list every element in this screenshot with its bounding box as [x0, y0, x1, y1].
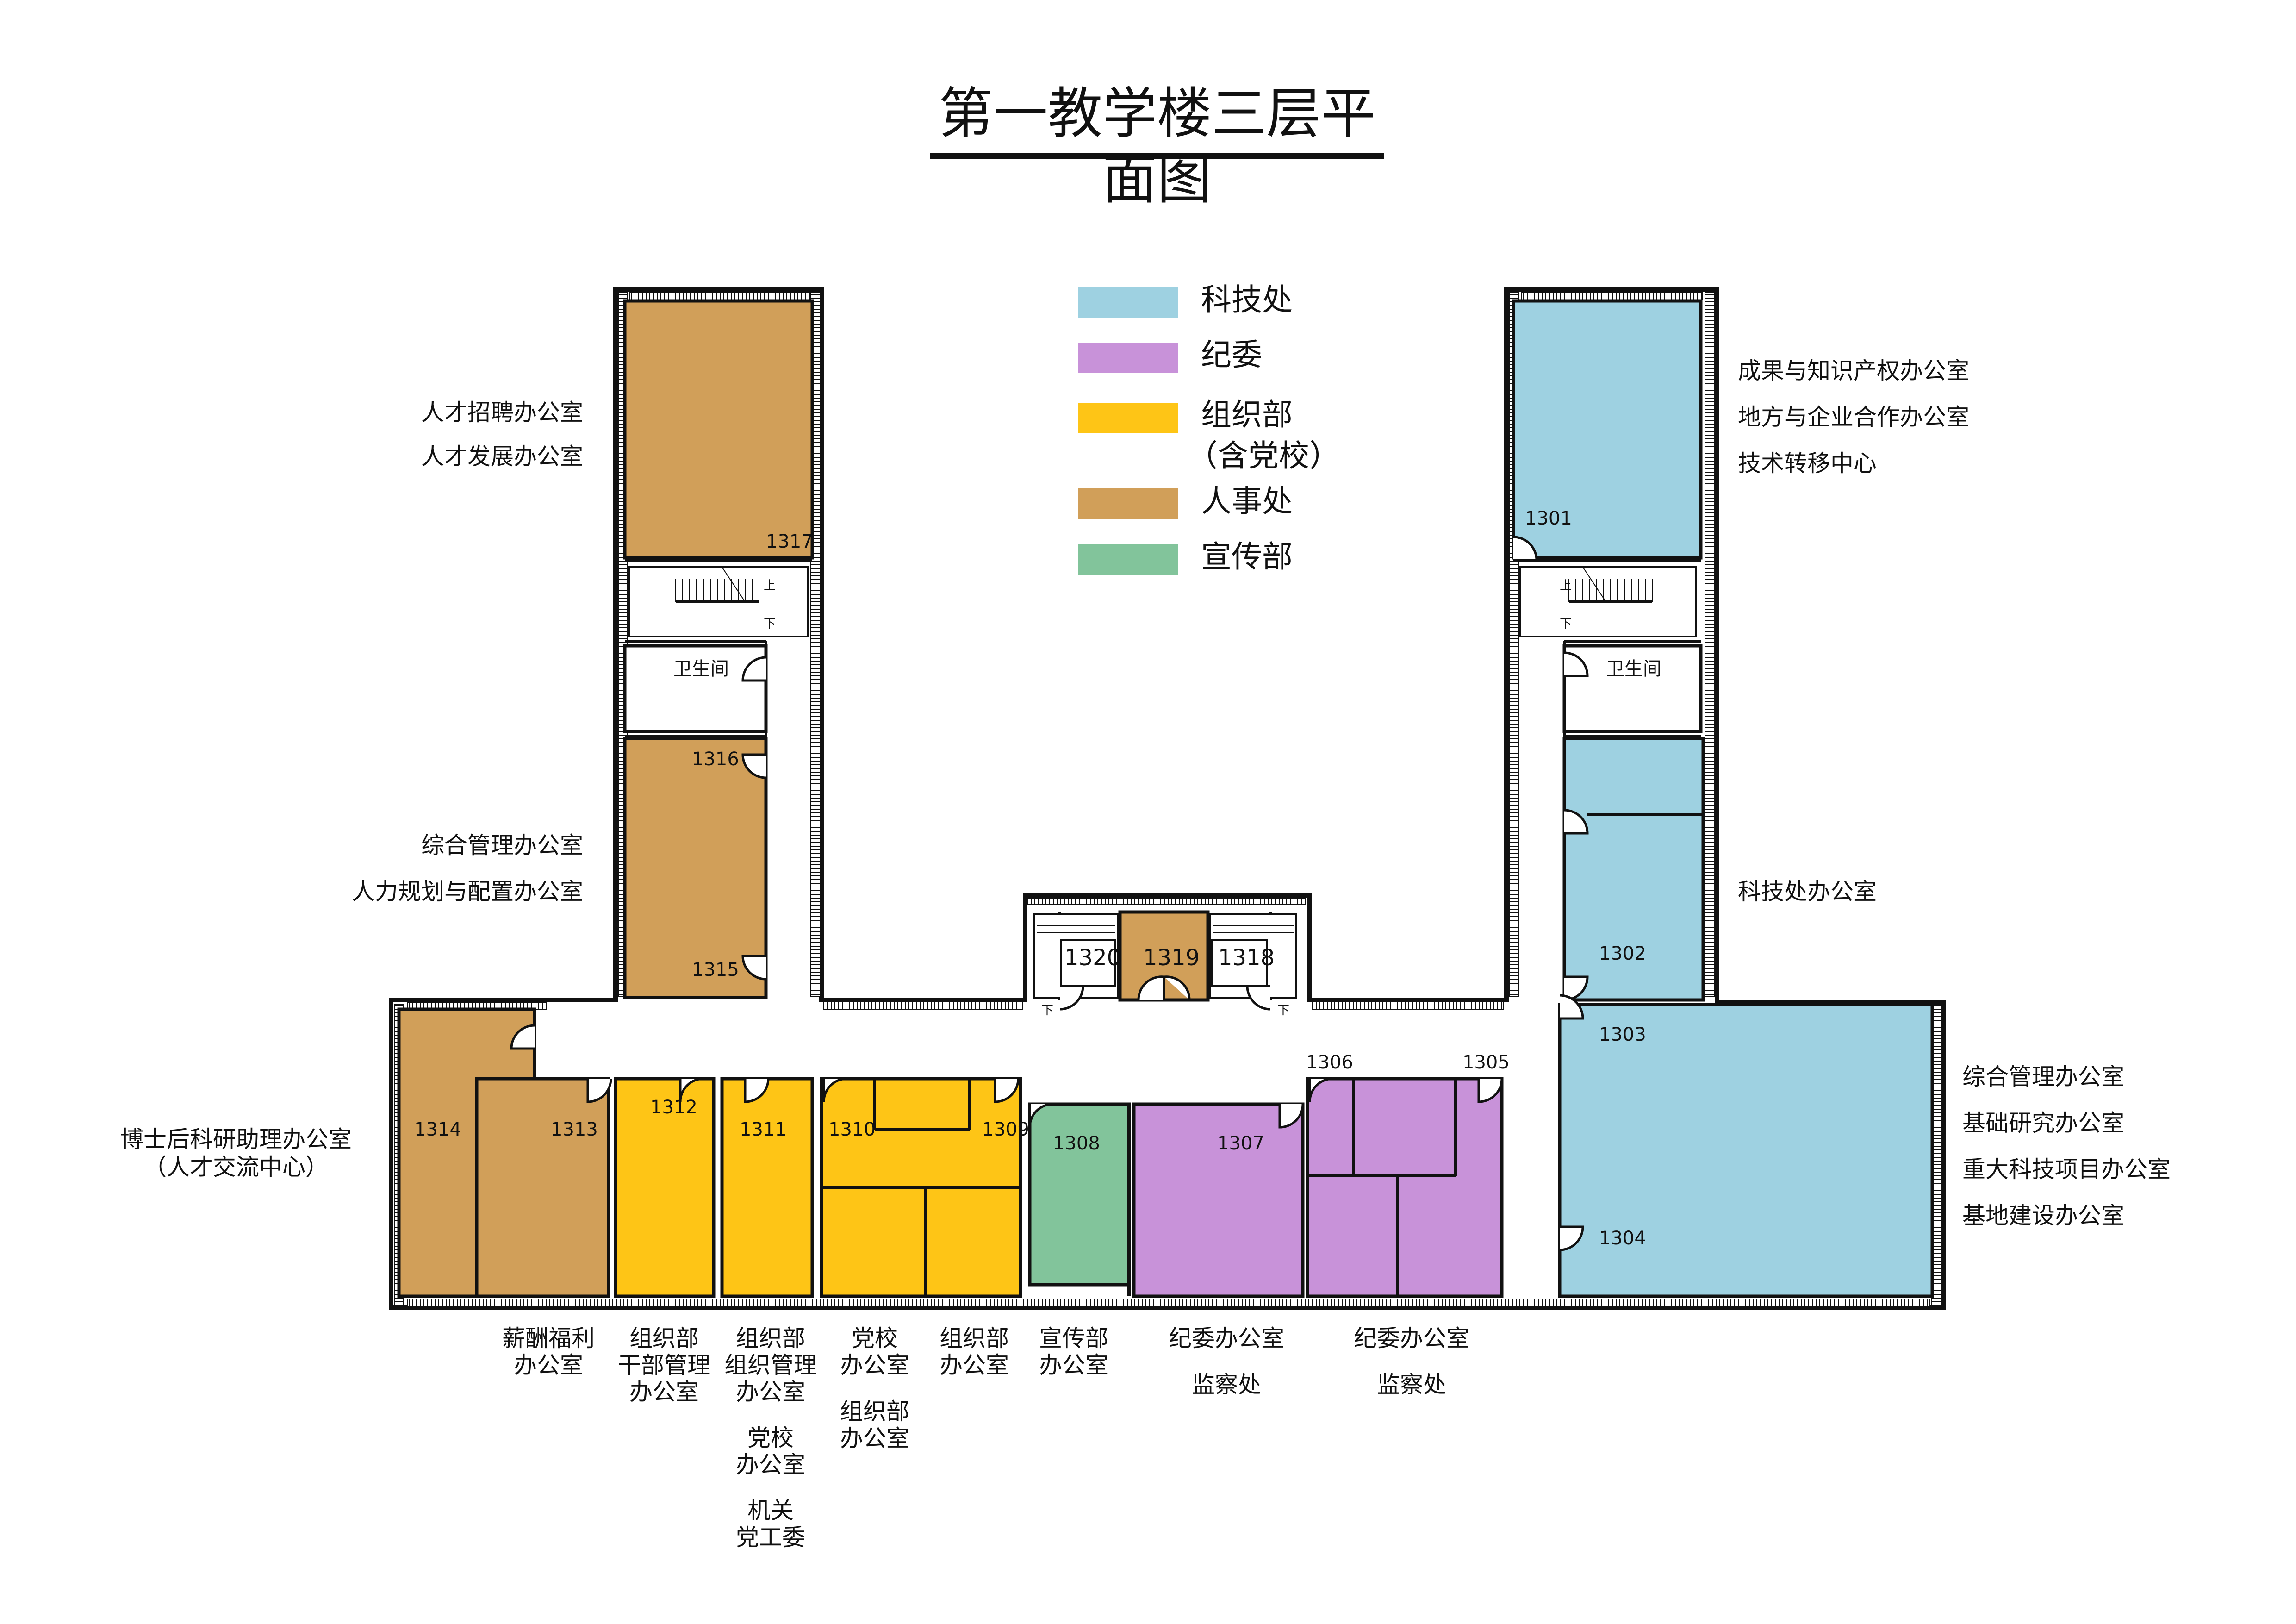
label-1316-general: 综合管理办公室: [421, 832, 583, 859]
label-1308-line1: 宣传部: [1039, 1325, 1108, 1352]
room-number-1303: 1303: [1599, 1024, 1646, 1045]
room-number-1301: 1301: [1525, 508, 1572, 529]
room-number-1312: 1312: [650, 1097, 697, 1118]
label-1310-line1: 党校: [852, 1325, 898, 1352]
label-1301-ip: 成果与知识产权办公室: [1738, 357, 1969, 384]
label-1314-postdoc: 博士后科研助理办公室: [120, 1126, 352, 1153]
label-1315-planning: 人力规划与配置办公室: [352, 878, 583, 905]
label-1312-line1: 组织部: [629, 1325, 699, 1352]
label-1311-line2: 组织管理: [724, 1352, 817, 1379]
label-1311-line3: 办公室: [736, 1379, 805, 1405]
legend-swatch-renshi: [1078, 488, 1178, 519]
room-1312: [614, 1077, 716, 1298]
room-number-1317: 1317: [766, 531, 813, 552]
label-1308-line2: 办公室: [1039, 1352, 1108, 1379]
room-number-1319: 1319: [1143, 945, 1200, 971]
room-number-1310: 1310: [828, 1119, 876, 1140]
room-number-1302: 1302: [1599, 943, 1646, 964]
room-number-1306: 1306: [1306, 1052, 1353, 1073]
room-number-1304: 1304: [1599, 1228, 1646, 1249]
label-1304-general: 综合管理办公室: [1962, 1063, 2124, 1090]
label-1311-line1: 组织部: [736, 1325, 805, 1352]
room-number-1307: 1307: [1217, 1133, 1264, 1154]
label-1312-line3: 办公室: [629, 1379, 699, 1405]
label-1307-line2: 监察处: [1192, 1371, 1261, 1398]
room-1302: [1562, 737, 1705, 1002]
stair-up-left: 上: [764, 579, 776, 593]
label-1301-local: 地方与企业合作办公室: [1738, 404, 1969, 431]
stair-down-right: 下: [1560, 617, 1572, 631]
stair-treads: [675, 567, 1653, 933]
label-1317-develop: 人才发展办公室: [421, 443, 583, 470]
legend-label-jiwei: 纪委: [1201, 337, 1262, 373]
label-1311-line4: 党校: [747, 1424, 794, 1451]
label-1307-line1: 纪委办公室: [1169, 1325, 1284, 1352]
room-number-1314: 1314: [414, 1119, 461, 1140]
label-1311-line5: 办公室: [736, 1451, 805, 1478]
room-1305-1306: [1306, 1077, 1504, 1298]
legend-label-renshi: 人事处: [1201, 483, 1293, 519]
legend-swatch-zuzhi: [1078, 403, 1178, 433]
room-1315-1316: [623, 737, 768, 999]
label-1313-line1: 薪酬福利: [502, 1325, 595, 1352]
label-1309-line2: 办公室: [940, 1352, 1009, 1379]
label-1317-recruit: 人才招聘办公室: [421, 399, 583, 426]
room-number-1309: 1309: [982, 1119, 1029, 1140]
label-1312-line2: 干部管理: [618, 1352, 710, 1379]
restroom-left-label: 卫生间: [673, 658, 729, 680]
label-1309-line1: 组织部: [940, 1325, 1009, 1352]
legend-label-keji: 科技处: [1201, 282, 1293, 318]
room-number-1320: 1320: [1064, 945, 1121, 971]
page-title: 第一教学楼三层平面图: [938, 81, 1375, 211]
restrooms: [623, 644, 1703, 733]
stair-up-right: 上: [1560, 579, 1572, 593]
label-1310-line3: 组织部: [840, 1398, 909, 1425]
label-1306-line1: 纪委办公室: [1354, 1325, 1469, 1352]
room-1307: [1132, 1102, 1305, 1298]
label-1311-line7: 党工委: [736, 1524, 805, 1551]
room-number-1313: 1313: [551, 1119, 598, 1140]
label-1310-line4: 办公室: [840, 1425, 909, 1452]
stair-down-center-right: 下: [1277, 1004, 1290, 1018]
room-shapes: [397, 299, 1934, 1298]
legend-swatch-jiwei: [1078, 343, 1178, 373]
label-1304-major: 重大科技项目办公室: [1962, 1156, 2171, 1183]
room-1308: [1028, 1102, 1131, 1287]
label-1314-talent: （人才交流中心）: [143, 1154, 329, 1181]
room-1303-1304: [1558, 1003, 1934, 1298]
label-1311-line6: 机关: [747, 1497, 794, 1524]
label-1306-line2: 监察处: [1377, 1371, 1446, 1398]
room-1311: [720, 1077, 814, 1298]
label-1301-transfer: 技术转移中心: [1738, 450, 1877, 477]
legend-swatch-keji: [1078, 287, 1178, 318]
door-swings: [510, 536, 1589, 1251]
stair-down-center-left: 下: [1041, 1004, 1054, 1018]
legend-label-zuzhi: 组织部: [1201, 397, 1293, 432]
room-number-1318: 1318: [1218, 945, 1275, 971]
legend-label-zuzhi-note: （含党校）: [1187, 438, 1340, 474]
room-number-1316: 1316: [692, 749, 739, 770]
label-1310-line2: 办公室: [840, 1352, 909, 1379]
room-1317: [623, 299, 814, 560]
room-number-1308: 1308: [1053, 1133, 1100, 1154]
label-1304-basic: 基础研究办公室: [1962, 1110, 2124, 1137]
label-1313-line2: 办公室: [514, 1352, 583, 1379]
room-number-1315: 1315: [692, 959, 739, 981]
label-1304-base: 基地建设办公室: [1962, 1202, 2124, 1229]
restroom-right-label: 卫生间: [1606, 658, 1661, 680]
room-number-1311: 1311: [740, 1119, 787, 1140]
stair-down-left: 下: [764, 617, 776, 631]
label-1302-office: 科技处办公室: [1738, 878, 1877, 905]
room-1313: [475, 1077, 610, 1298]
title-underline: [930, 153, 1384, 159]
room-number-1305: 1305: [1462, 1052, 1510, 1073]
room-1301: [1512, 299, 1703, 560]
legend-swatch-xuanchuan: [1078, 544, 1178, 575]
legend-label-xuanchuan: 宣传部: [1201, 539, 1293, 575]
